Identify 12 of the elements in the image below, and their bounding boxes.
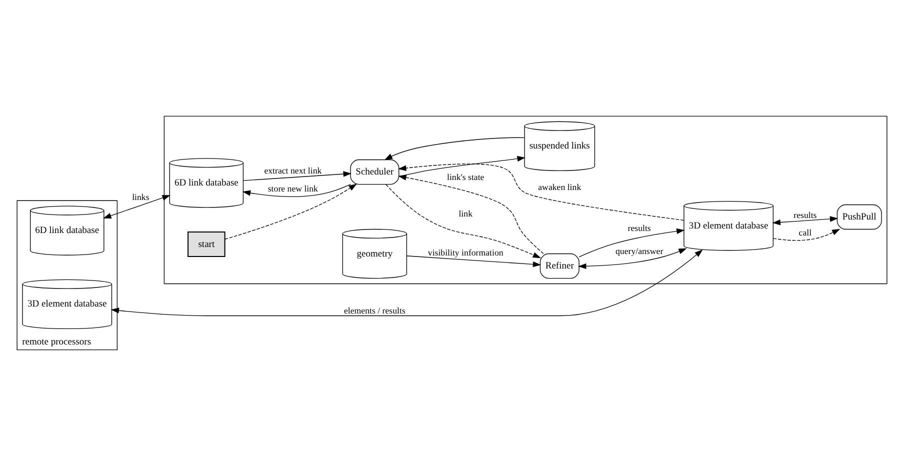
edge-label: results xyxy=(628,222,651,233)
edge-label: awaken link xyxy=(538,182,582,192)
edge-label: links xyxy=(132,192,150,202)
edge-label: link's state xyxy=(447,172,484,182)
edge-label: elements / results xyxy=(344,305,406,316)
edge-label: call xyxy=(798,228,812,238)
edge-label: link xyxy=(458,208,473,219)
edge-label: query/answer xyxy=(616,246,664,256)
edge-label: results xyxy=(794,210,817,220)
edge-label: extract next link xyxy=(264,166,322,176)
edge-label: visibility information xyxy=(428,247,504,258)
edge-label: store new link xyxy=(268,183,318,194)
